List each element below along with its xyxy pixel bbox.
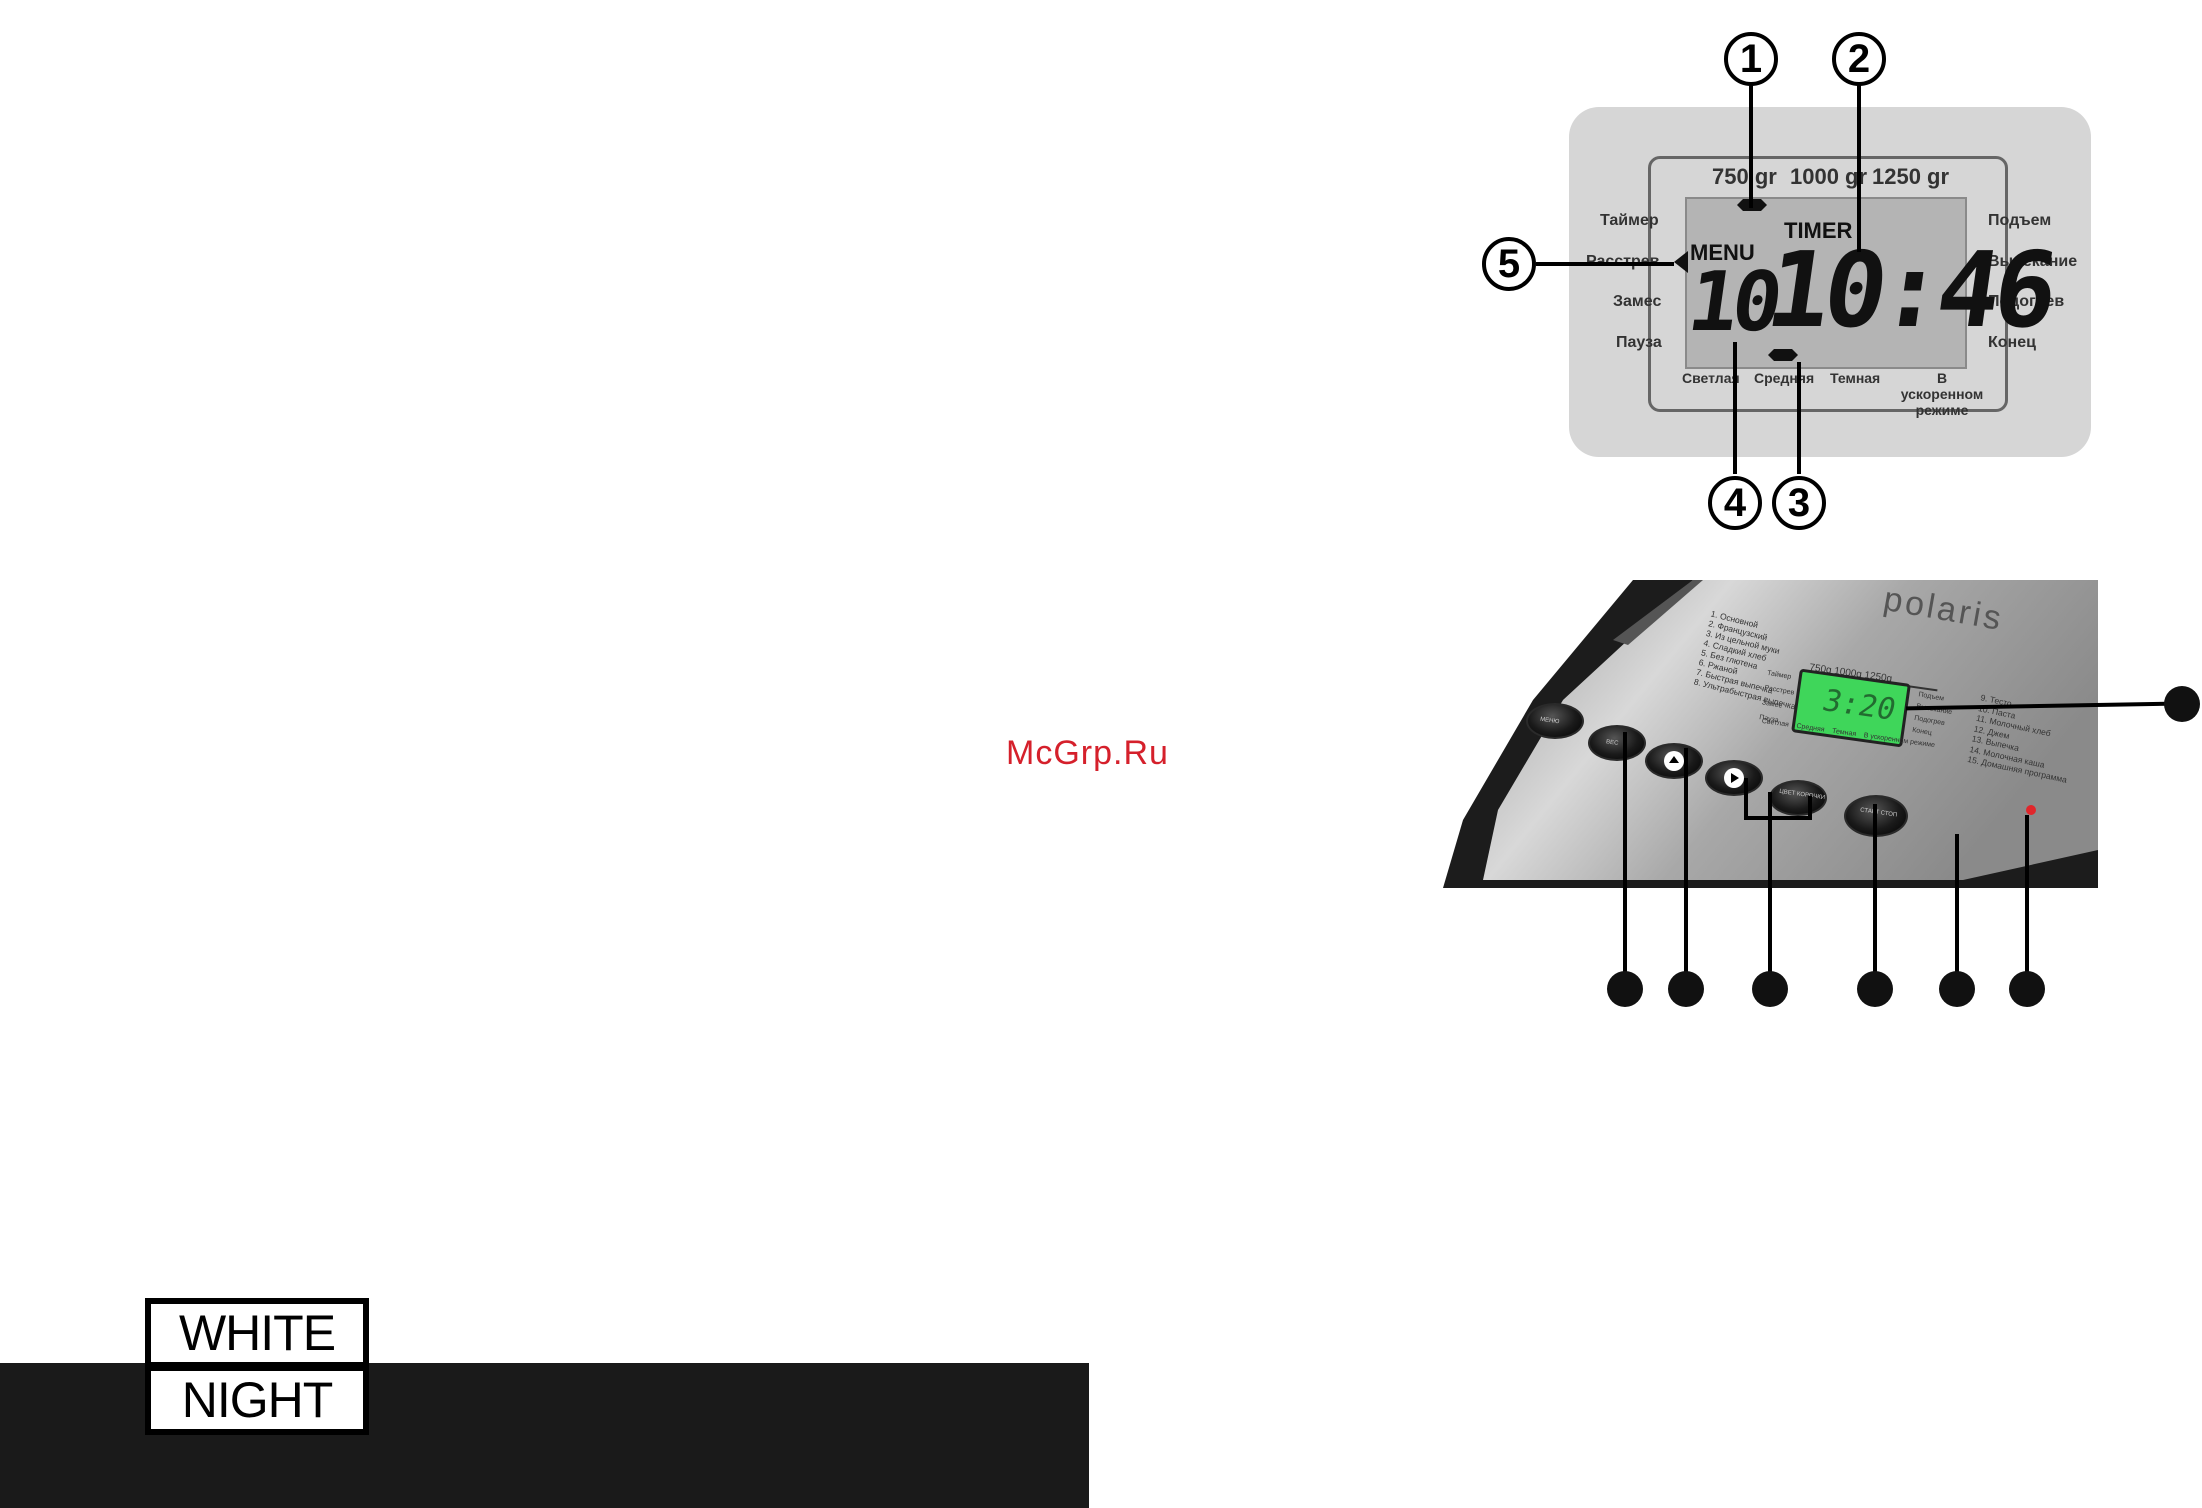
label-proof-stage: Подъем bbox=[1988, 212, 2052, 229]
weight-1250: 1250 gr bbox=[1868, 164, 1954, 190]
lcd-frame bbox=[1648, 156, 2008, 412]
callout-1: 1 bbox=[1724, 32, 1778, 86]
leader-crust-button bbox=[1873, 804, 1877, 986]
leader-arrow-bracket bbox=[1744, 816, 1812, 820]
leader-arrow-right-stub bbox=[1808, 796, 1812, 818]
crust-medium-label: Средняя bbox=[1754, 370, 1815, 386]
marker-crust-button bbox=[1857, 971, 1893, 1007]
leader-line-4 bbox=[1733, 342, 1737, 474]
marker-weight-button bbox=[1668, 971, 1704, 1007]
leader-line-3 bbox=[1797, 362, 1801, 474]
leader-start-button bbox=[1955, 834, 1959, 986]
leader-line-2 bbox=[1857, 84, 1861, 252]
marker-start-button bbox=[1939, 971, 1975, 1007]
leader-led bbox=[2025, 815, 2029, 986]
time-display: 10:46 bbox=[1759, 229, 2060, 351]
leader-line-1 bbox=[1749, 84, 1753, 208]
leader-weight-button bbox=[1684, 748, 1688, 986]
leader-arrow-left-stub bbox=[1744, 778, 1748, 818]
label-timer-stage: Таймер bbox=[1600, 212, 1659, 229]
power-indicator-led bbox=[2026, 805, 2036, 815]
logo-line-white: WHITE bbox=[151, 1304, 363, 1362]
watermark: McGrp.Ru bbox=[1006, 734, 1169, 772]
leader-menu-button bbox=[1623, 732, 1627, 986]
label-bake-stage: Выпекание bbox=[1988, 253, 2078, 270]
logo-line-night: NIGHT bbox=[151, 1371, 363, 1429]
lcd-screen bbox=[1685, 197, 1967, 369]
weight-1000: 1000 gr bbox=[1786, 164, 1872, 190]
marker-menu-button bbox=[1607, 971, 1643, 1007]
callout-2: 2 bbox=[1832, 32, 1886, 86]
leader-arrow-buttons bbox=[1768, 792, 1772, 986]
weight-750: 750 gr bbox=[1708, 164, 1781, 190]
label-pause-stage: Пауза bbox=[1616, 334, 1662, 351]
weight-button[interactable]: ВЕС bbox=[1588, 725, 1646, 761]
arrow-left-icon bbox=[1664, 751, 1684, 771]
label-end-stage: Конец bbox=[1988, 334, 2036, 351]
menu-button[interactable]: МЕНЮ bbox=[1526, 703, 1584, 739]
timer-label: TIMER bbox=[1784, 218, 1853, 243]
menu-indicator-arrow bbox=[1674, 251, 1688, 273]
crust-indicator-marker bbox=[1768, 349, 1798, 361]
menu-label: MENU bbox=[1690, 240, 1755, 265]
white-night-logo: WHITE NIGHT bbox=[145, 1298, 369, 1435]
marker-led bbox=[2009, 971, 2045, 1007]
rapid-mode-label: В ускоренном режиме bbox=[1900, 370, 1984, 418]
marker-panel-lcd bbox=[2164, 686, 2200, 722]
crust-color-button[interactable]: ЦВЕТ КОРОЧКИ bbox=[1769, 780, 1827, 816]
arrow-right-icon bbox=[1724, 768, 1744, 788]
callout-3: 3 bbox=[1772, 476, 1826, 530]
marker-arrow-buttons bbox=[1752, 971, 1788, 1007]
down-button[interactable] bbox=[1705, 760, 1763, 796]
crust-dark-label: Темная bbox=[1830, 370, 1881, 386]
label-knead-stage: Замес bbox=[1613, 293, 1662, 310]
crust-light-label: Светлая bbox=[1682, 370, 1740, 386]
callout-5: 5 bbox=[1482, 237, 1536, 291]
label-warm-stage: Подогрев bbox=[1988, 293, 2065, 310]
up-button[interactable] bbox=[1645, 743, 1703, 779]
callout-4: 4 bbox=[1708, 476, 1762, 530]
leader-line-5 bbox=[1536, 262, 1674, 266]
